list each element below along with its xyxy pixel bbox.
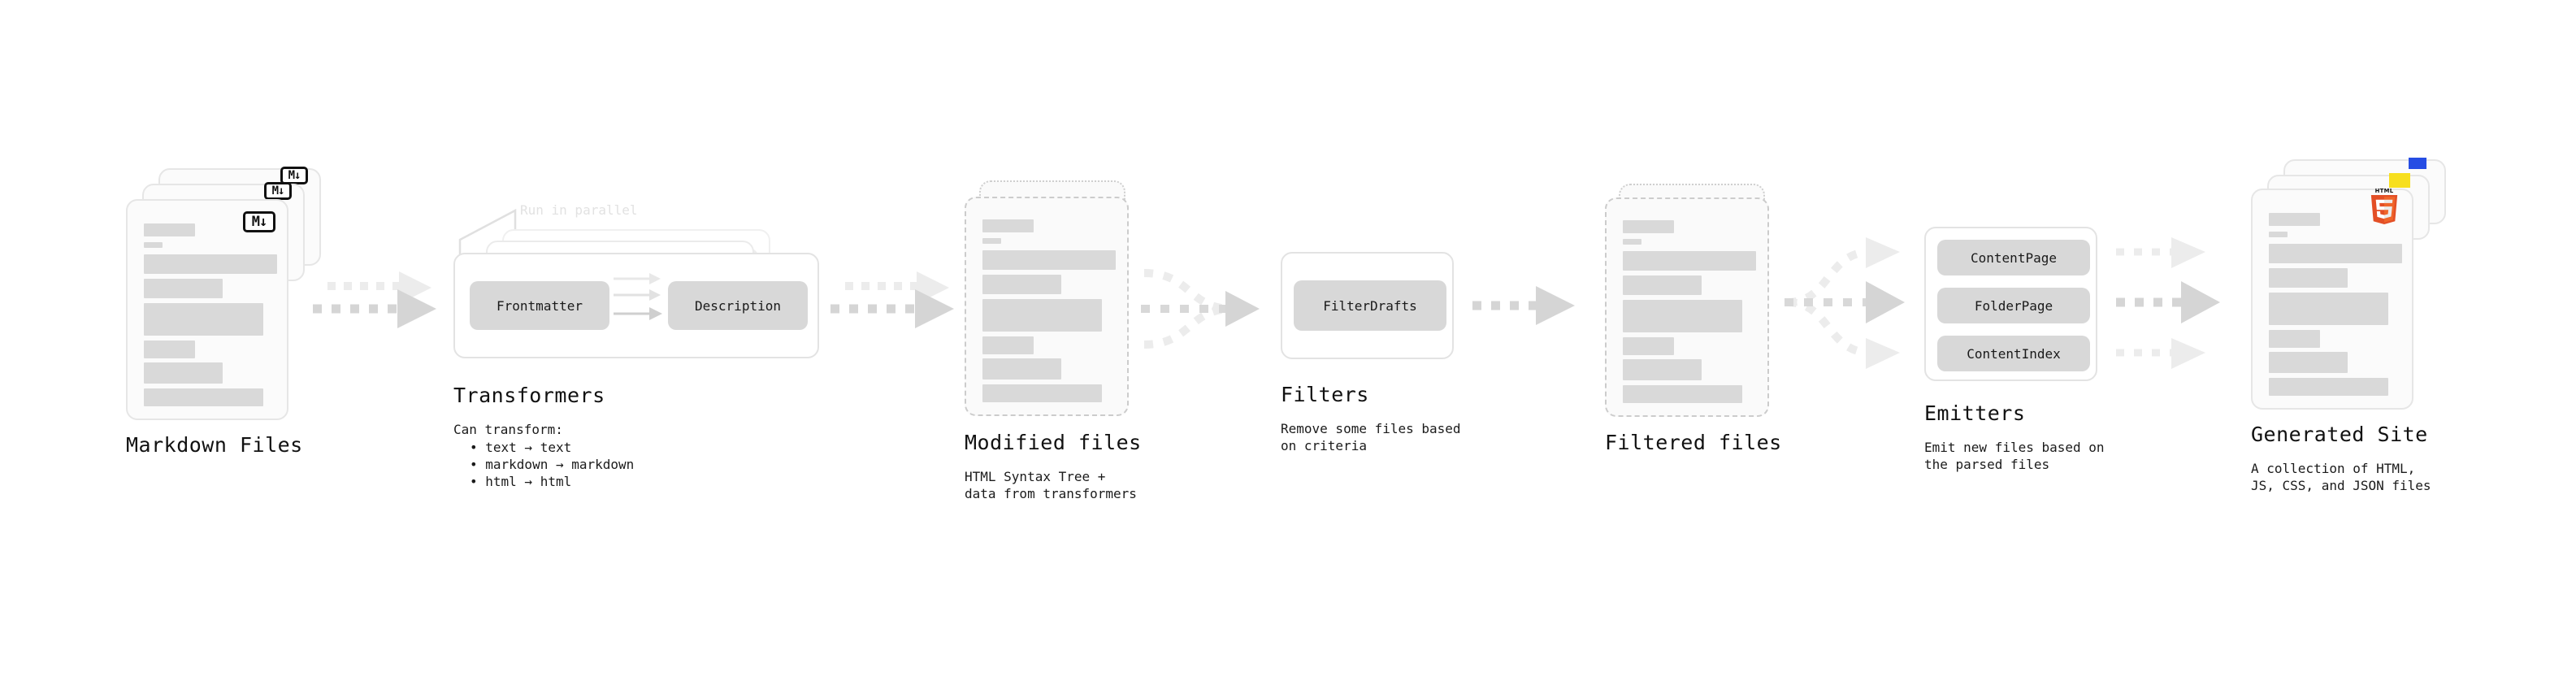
skeleton-bar bbox=[982, 358, 1061, 380]
list-item-label: html → html bbox=[485, 474, 572, 489]
svg-text:HTML: HTML bbox=[2375, 188, 2394, 194]
connector-modified-to-filters bbox=[1141, 269, 1260, 349]
emitter-chip-contentindex[interactable]: ContentIndex bbox=[1937, 336, 2090, 371]
skeleton-bar bbox=[1623, 300, 1742, 332]
skeleton-bar bbox=[1623, 220, 1674, 233]
skeleton-bar bbox=[982, 238, 1001, 244]
skeleton-bar bbox=[144, 279, 223, 298]
markdown-badge: M↓ bbox=[280, 167, 308, 184]
stage-title-transformers: Transformers bbox=[453, 384, 605, 407]
skeleton-bar bbox=[982, 250, 1116, 270]
skeleton-bar bbox=[144, 340, 195, 358]
skeleton-bar bbox=[1623, 337, 1674, 355]
run-in-parallel-label: Run in parallel bbox=[520, 202, 638, 218]
skeleton-bar bbox=[2269, 213, 2320, 226]
list-item: • markdown → markdown bbox=[470, 456, 634, 473]
stage-title-emitters: Emitters bbox=[1924, 401, 2026, 425]
connector-filters-to-filtered bbox=[1472, 286, 1575, 325]
skeleton-bar bbox=[2269, 330, 2320, 348]
skeleton-bar bbox=[982, 299, 1102, 332]
emitters-group-box: ContentPage FolderPage ContentIndex bbox=[1924, 227, 2097, 381]
stage-title-generated-site: Generated Site bbox=[2251, 423, 2428, 446]
transformer-capability-list: • text → text • markdown → markdown • ht… bbox=[460, 439, 634, 490]
connector-transformers-to-modified bbox=[830, 271, 954, 328]
javascript-badge bbox=[2389, 173, 2410, 188]
bullet-icon: • bbox=[470, 457, 486, 472]
skeleton-bar bbox=[144, 223, 195, 236]
skeleton-bar bbox=[1623, 239, 1641, 245]
modified-file-card-front bbox=[965, 197, 1129, 416]
list-item-label: text → text bbox=[485, 440, 572, 455]
skeleton-bar bbox=[144, 254, 277, 274]
skeleton-bar bbox=[1623, 359, 1702, 380]
connector-emitters-to-site bbox=[2116, 237, 2220, 369]
stage-description-generated-site: A collection of HTML, JS, CSS, and JSON … bbox=[2251, 461, 2431, 493]
stage-title-modified-files: Modified files bbox=[965, 431, 1142, 454]
skeleton-bar bbox=[1623, 251, 1756, 271]
bullet-icon: • bbox=[470, 474, 486, 489]
stage-title-markdown-files: Markdown Files bbox=[126, 433, 303, 457]
skeleton-bar bbox=[2269, 244, 2402, 263]
skeleton-bar bbox=[2269, 352, 2348, 373]
list-item: • text → text bbox=[470, 439, 634, 456]
skeleton-bar bbox=[2269, 378, 2388, 396]
css-badge bbox=[2409, 158, 2426, 169]
transformer-chip-frontmatter[interactable]: Frontmatter bbox=[470, 281, 609, 330]
run-in-parallel-leader-line bbox=[458, 208, 517, 256]
html5-badge: HTML bbox=[2370, 188, 2398, 224]
stage-description-emitters: Emit new files based on the parsed files bbox=[1924, 440, 2105, 472]
stage-description-transformers: Can transform: bbox=[453, 422, 563, 437]
skeleton-bar bbox=[144, 242, 163, 248]
skeleton-bar bbox=[982, 384, 1102, 402]
transformer-group-front: Frontmatter Description bbox=[453, 253, 819, 358]
emitter-chip-contentpage[interactable]: ContentPage bbox=[1937, 240, 2090, 275]
stage-title-filters: Filters bbox=[1281, 383, 1369, 406]
filters-group-box: FilterDrafts bbox=[1281, 252, 1454, 359]
connector-md-to-transformers bbox=[313, 271, 436, 328]
list-item: • html → html bbox=[470, 473, 634, 490]
skeleton-bar bbox=[144, 362, 223, 384]
skeleton-bar bbox=[982, 336, 1034, 354]
skeleton-bar bbox=[982, 275, 1061, 294]
filter-chip-filterdrafts[interactable]: FilterDrafts bbox=[1294, 280, 1446, 331]
transformer-inner-arrows bbox=[614, 273, 662, 320]
skeleton-bar bbox=[2269, 293, 2388, 325]
bullet-icon: • bbox=[470, 440, 486, 455]
emitter-chip-folderpage[interactable]: FolderPage bbox=[1937, 288, 2090, 323]
skeleton-bar bbox=[1623, 275, 1702, 295]
generated-file-card-front: HTML bbox=[2251, 188, 2413, 410]
skeleton-bar bbox=[2269, 268, 2348, 288]
stage-description-modified-files: HTML Syntax Tree + data from transformer… bbox=[965, 469, 1137, 501]
stage-title-filtered-files: Filtered files bbox=[1605, 431, 1782, 454]
markdown-badge: M↓ bbox=[243, 211, 275, 232]
connector-filtered-to-emitters bbox=[1785, 237, 1905, 369]
markdown-badge: M↓ bbox=[264, 182, 292, 200]
skeleton-bar bbox=[2269, 232, 2288, 237]
stage-description-filters: Remove some files based on criteria bbox=[1281, 421, 1461, 453]
filtered-file-card-front bbox=[1605, 197, 1769, 417]
markdown-file-card-front: M↓ bbox=[126, 199, 288, 420]
skeleton-bar bbox=[144, 303, 263, 336]
transformer-chip-description[interactable]: Description bbox=[668, 281, 808, 330]
skeleton-bar bbox=[144, 388, 263, 406]
list-item-label: markdown → markdown bbox=[485, 457, 635, 472]
skeleton-bar bbox=[982, 219, 1034, 232]
skeleton-bar bbox=[1623, 385, 1742, 403]
